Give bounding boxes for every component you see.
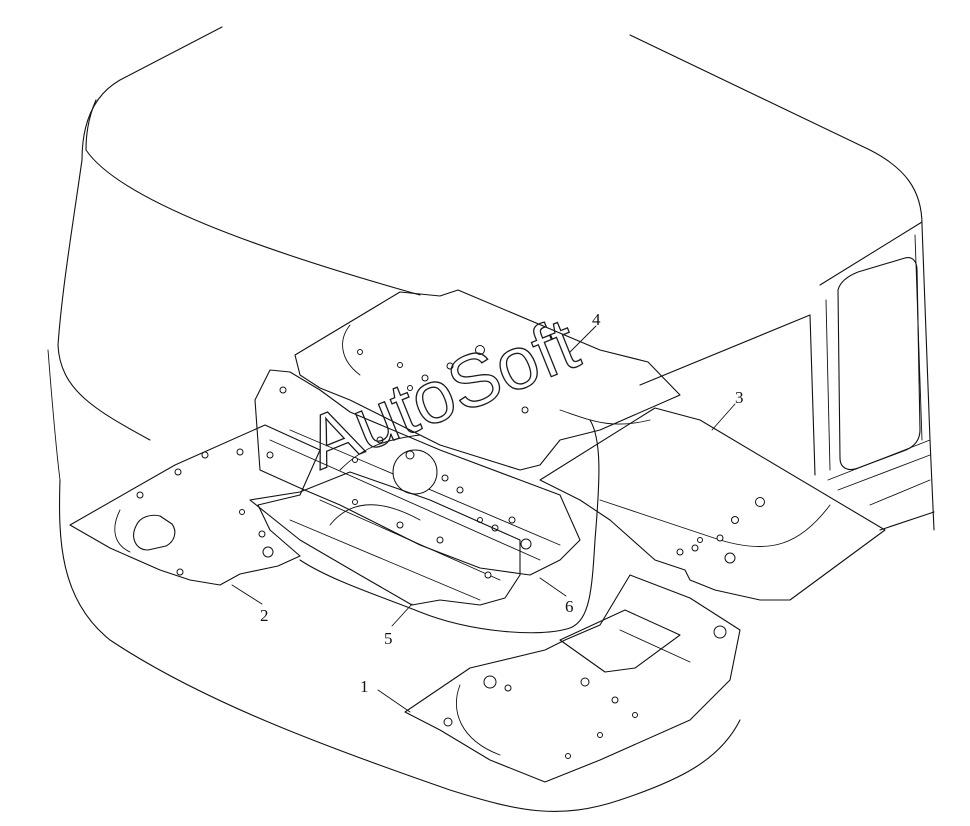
callout-1: 1 xyxy=(360,677,369,696)
cab-body-outline xyxy=(48,27,934,811)
leader-2 xyxy=(232,585,262,604)
leader-1 xyxy=(378,690,410,712)
callout-2: 2 xyxy=(260,606,269,625)
callout-5: 5 xyxy=(384,629,393,648)
part-2-panel xyxy=(70,387,320,585)
leader-5 xyxy=(392,604,412,626)
part-5-panel xyxy=(250,472,520,605)
part-3-panel xyxy=(540,408,885,600)
callout-6: 6 xyxy=(565,597,574,616)
callout-3: 3 xyxy=(735,388,744,407)
leader-6 xyxy=(540,578,566,596)
callout-4: 4 xyxy=(592,310,601,329)
leader-3 xyxy=(712,404,735,430)
